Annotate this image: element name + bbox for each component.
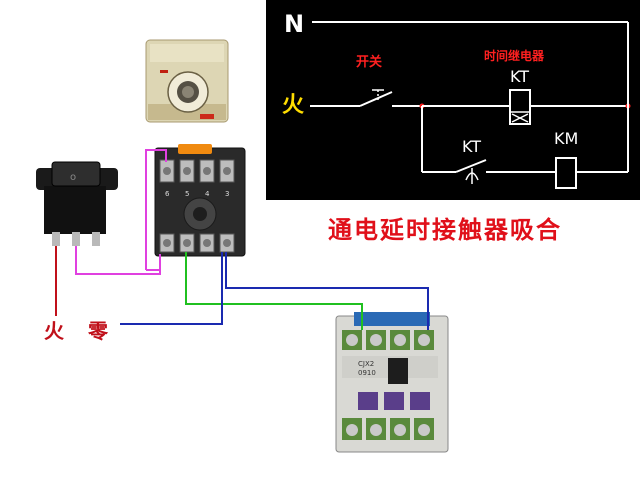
schematic-background xyxy=(266,0,640,200)
neutral-wire xyxy=(120,252,223,325)
socket-clip xyxy=(178,144,212,154)
relay-socket: 6 5 4 3 xyxy=(154,144,246,257)
relay-label: 时间继电器 xyxy=(484,48,545,63)
rocker-switch: o xyxy=(36,161,118,246)
contactor-window xyxy=(384,392,404,410)
contactor-bottom-terminals xyxy=(342,418,434,440)
contactor-label-plate xyxy=(354,312,430,326)
switch-label: 开关 xyxy=(356,54,382,70)
switch-terminal xyxy=(92,232,100,246)
relay-contact-tag: KT xyxy=(462,137,481,156)
contactor-model: CJX2 xyxy=(358,360,374,368)
relay-contact-symbol xyxy=(455,159,487,184)
contactor-tag: KM xyxy=(554,129,578,148)
contactor-rating: 0910 xyxy=(358,369,376,377)
schematic-panel: N 火 开关 时间继电器 KT xyxy=(266,0,640,200)
live-wire-label: 火 xyxy=(44,319,65,343)
socket-pin-number: 3 xyxy=(225,190,229,198)
neutral-wire-label: 零 xyxy=(87,319,109,343)
pink-wire xyxy=(75,246,161,275)
contactor-window xyxy=(358,392,378,410)
socket-pin-number: 5 xyxy=(185,190,189,198)
neutral-label: N xyxy=(284,10,304,38)
time-relay-device xyxy=(145,39,229,123)
pink-wire-jumper xyxy=(145,149,167,270)
socket-bottom-terminals xyxy=(159,233,235,253)
socket-top-terminals xyxy=(159,159,235,183)
relay-coil-tag: KT xyxy=(510,67,529,86)
socket-pin-number: 4 xyxy=(205,190,210,198)
socket-pin-number: 6 xyxy=(165,190,170,198)
contactor-device: CJX2 0910 xyxy=(335,312,449,453)
schematic-live-label: 火 xyxy=(282,93,304,118)
contactor-window xyxy=(410,392,430,410)
switch-terminal xyxy=(52,232,60,246)
switch-terminal xyxy=(72,232,80,246)
svg-text:o: o xyxy=(70,172,76,183)
green-wire xyxy=(185,252,363,330)
switch-symbol xyxy=(359,89,393,107)
wires xyxy=(55,149,429,330)
caption-title: 通电延时接触器吸合 xyxy=(328,215,562,244)
contactor-top-terminals xyxy=(342,330,434,350)
blue-wire xyxy=(225,252,429,330)
